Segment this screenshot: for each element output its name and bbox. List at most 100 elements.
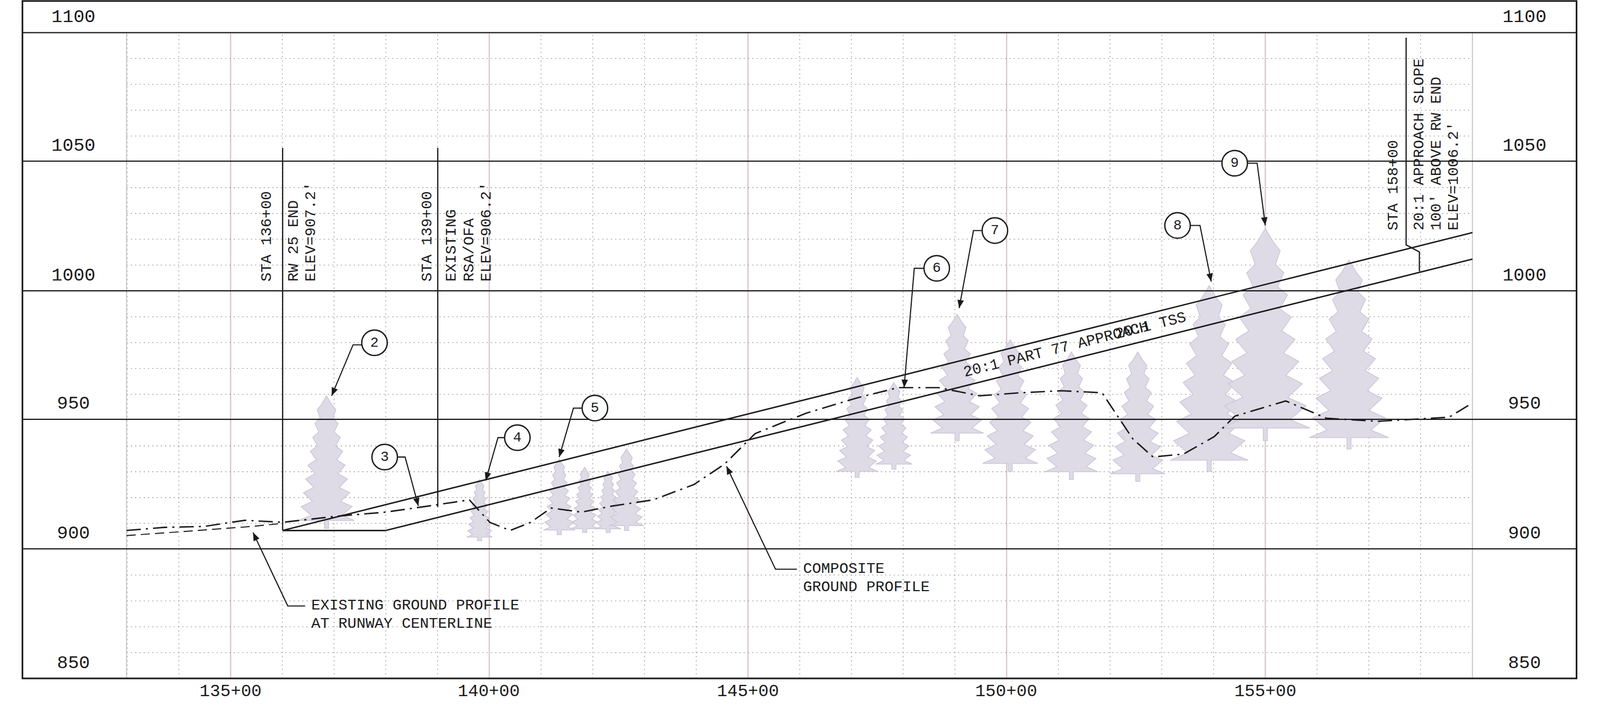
station-leader	[282, 148, 284, 531]
profile-leader	[726, 466, 798, 570]
callout-leader	[485, 437, 505, 481]
station-leader	[437, 148, 439, 508]
station-note: STA 139+00	[420, 191, 436, 282]
callout-circle	[1221, 150, 1248, 176]
grid-dotted	[126, 109, 1473, 111]
grid-dotted	[385, 34, 387, 679]
grid-dotted	[1161, 34, 1163, 679]
tree-symbol	[1044, 352, 1099, 480]
elevation-label: 1050	[1502, 136, 1547, 156]
station-label: 140+00	[457, 683, 520, 701]
elevation-label: 900	[1507, 524, 1541, 543]
grid-dotted	[592, 34, 593, 679]
callout-circle	[924, 255, 950, 282]
station-note: 20:1 APPROACH SLOPE	[1412, 58, 1428, 231]
tree-symbol	[609, 449, 645, 531]
station-gridline	[488, 32, 490, 679]
callout-number: 3	[380, 450, 390, 465]
station-label: 145+00	[716, 683, 779, 701]
part77-surface-line	[385, 259, 1473, 531]
station-label: 155+00	[1234, 683, 1297, 701]
grid-dotted	[540, 34, 542, 679]
tree-symbol	[298, 395, 355, 529]
grid-dotted	[1316, 34, 1318, 679]
elevation-label: 1000	[1502, 266, 1547, 285]
grid-border	[1471, 32, 1473, 679]
composite-ground-profile	[126, 387, 1473, 531]
grid-dotted	[1109, 34, 1111, 679]
callout-circle	[504, 424, 530, 451]
surface-label: 20:1 PART 77 APPROACH	[962, 319, 1151, 381]
station-note: RSA/OFA	[462, 218, 478, 282]
callout-circle	[1164, 212, 1191, 239]
callout-leader	[397, 457, 419, 507]
callout-leader	[1247, 163, 1266, 226]
profile-label: COMPOSITE GROUND PROFILE	[802, 560, 935, 597]
elevation-label: 950	[1507, 394, 1541, 414]
station-label: 135+00	[199, 683, 262, 701]
callout-number: 2	[370, 336, 380, 351]
grid-dotted	[437, 34, 438, 679]
tree-symbol	[466, 479, 493, 542]
station-note: STA 158+00	[1386, 140, 1402, 231]
elevation-line	[22, 160, 1577, 162]
grid-dotted	[126, 187, 1473, 188]
grid-dotted	[644, 34, 645, 679]
callout-number: 4	[513, 430, 522, 445]
grid-dotted	[126, 84, 1473, 85]
profile-leader	[253, 532, 306, 606]
tree-symbol	[875, 382, 913, 470]
callout-number: 8	[1173, 218, 1183, 233]
station-note: RW 25 END	[286, 200, 302, 282]
station-note: ELEV=1006.2'	[1446, 122, 1462, 232]
elevation-line	[22, 31, 1577, 33]
tss-surface-line	[282, 232, 1473, 531]
elevation-label: 1000	[51, 266, 96, 285]
grid-border	[126, 32, 128, 679]
callout-leader	[904, 268, 925, 388]
callout-leader	[331, 344, 362, 396]
tree-symbol	[836, 377, 879, 478]
station-note: ELEV=906.2'	[479, 182, 495, 282]
grid-dotted	[126, 652, 1473, 653]
grid-dotted	[126, 58, 1473, 59]
elevation-label: 850	[1507, 654, 1541, 673]
callout-circle	[361, 330, 388, 356]
elevation-label: 1100	[1502, 8, 1547, 27]
existing-ground-profile	[126, 523, 283, 536]
elevation-label: 950	[57, 394, 90, 414]
elevation-label: 1050	[51, 136, 96, 156]
callout-number: 5	[590, 401, 600, 416]
callout-circle	[372, 444, 398, 470]
callout-leader	[1190, 225, 1212, 282]
callout-leader	[959, 230, 983, 309]
grid-dotted	[126, 135, 1473, 137]
elevation-label: 850	[57, 654, 90, 673]
grid-dotted	[799, 34, 800, 679]
station-gridline	[747, 32, 749, 679]
station-note: 100' ABOVE RW END	[1429, 77, 1445, 232]
tree-symbol	[570, 467, 599, 533]
grid-dotted	[282, 34, 283, 679]
elevation-line	[22, 418, 1577, 421]
elevation-label: 900	[57, 524, 90, 543]
grid-dotted	[126, 213, 1473, 214]
grid-dotted	[178, 34, 179, 679]
callout-number: 7	[990, 223, 1000, 238]
elevation-label: 1100	[51, 8, 96, 27]
station-note: EXISTING	[444, 209, 460, 282]
callout-circle	[982, 218, 1008, 244]
sheet-frame	[22, 1, 1577, 679]
callout-number: 9	[1230, 156, 1240, 171]
grid-dotted	[695, 34, 697, 679]
callout-circle	[582, 395, 608, 421]
station-note: ELEV=907.2'	[303, 182, 319, 282]
station-note: STA 136+00	[259, 191, 275, 282]
station-label: 150+00	[975, 683, 1038, 701]
grid-dotted	[333, 34, 335, 679]
callout-number: 6	[932, 261, 942, 276]
callout-leader	[559, 408, 583, 458]
elevation-line	[22, 548, 1577, 550]
